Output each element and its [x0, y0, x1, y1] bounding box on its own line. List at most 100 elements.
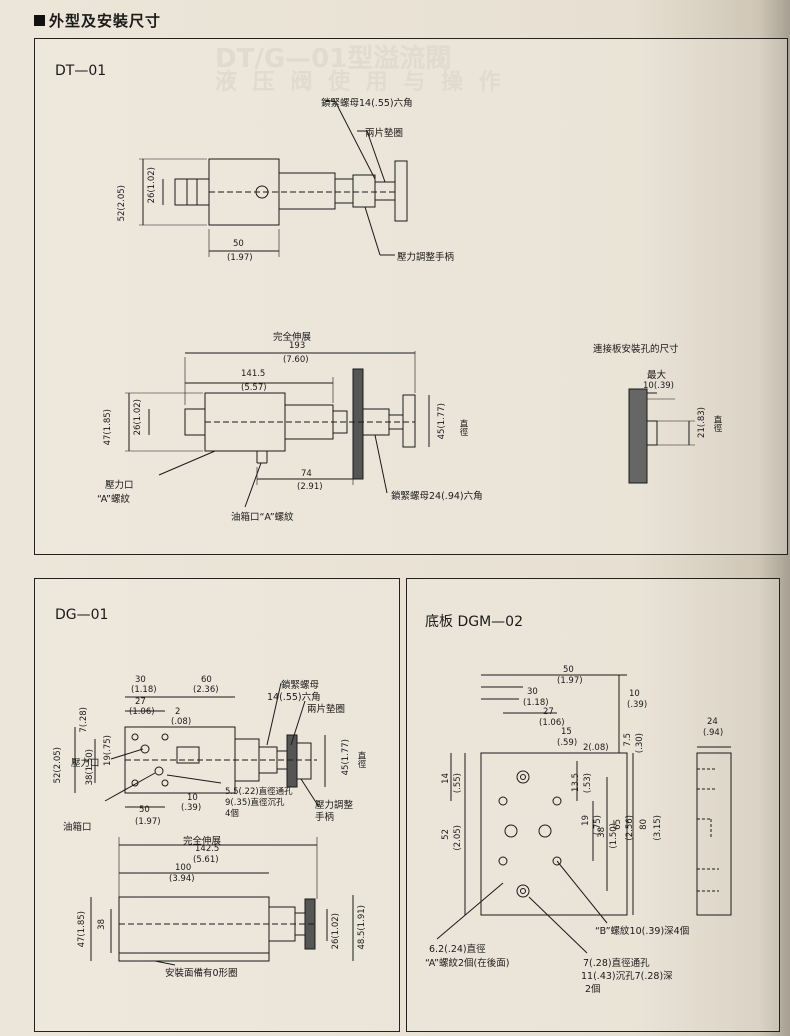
dg-dim-1425: 142.5	[195, 844, 220, 854]
dg-dim-485: 48.5(1.91)	[357, 905, 367, 950]
dg-dim-60: 60	[201, 675, 212, 685]
a-thread-label: “A”螺紋	[97, 494, 130, 505]
dim-50: 50	[233, 239, 244, 249]
lock-nut-top-label: 鎖緊螺母14(.55)六角	[321, 98, 413, 109]
bleed-through-title: DT/G—01型溢流閥	[215, 44, 452, 74]
dg-dim-50-in: (1.97)	[135, 817, 161, 827]
dim-10: 10(.39)	[643, 381, 674, 391]
gm-dim-52: 52	[441, 829, 451, 840]
dg-hole-2: 9(.35)直徑沉孔	[225, 798, 285, 808]
dg-dim-38b: 38	[97, 919, 107, 930]
gm-dim-10: 10	[629, 689, 640, 699]
dg-knob-2: 手柄	[315, 812, 335, 823]
dg-dim-485-in: (1.91)	[357, 905, 367, 931]
gm-dim-27: 27	[543, 707, 554, 717]
gm-dim-30: 30	[527, 687, 538, 697]
pressure-port-label: 壓力口	[105, 480, 134, 491]
dg-hole-3: 4個	[225, 809, 239, 819]
dg-dim-27: 27	[135, 697, 146, 707]
heading-text: 外型及安裝尺寸	[49, 12, 162, 30]
mount-hole-title: 連接板安裝孔的尺寸	[593, 344, 679, 355]
max-label: 最大	[647, 370, 667, 381]
gm-dim-65-in: (2.56)	[625, 815, 635, 841]
dg-dim-2-in: (.08)	[171, 717, 192, 727]
gm-b-thread: “B”螺紋10(.39)深4個	[595, 926, 690, 937]
gm-dim-2: 2(.08)	[583, 743, 609, 753]
dg-dim-30-in: (1.18)	[131, 685, 157, 695]
dg-dim-27-in: (1.06)	[129, 707, 155, 717]
dim-52-val: 52	[117, 210, 127, 222]
dim-1415: 141.5	[241, 369, 266, 379]
dg-lock-nut-size: 14(.55)六角	[267, 692, 321, 703]
dt01-drawing	[125, 100, 695, 508]
dg-dim-485-val: 48.5	[357, 930, 367, 950]
gm-dim-10-in: (.39)	[627, 700, 648, 710]
dt01-top-view	[139, 100, 408, 257]
gm-hole-a-1: 6.2(.24)直徑	[429, 944, 486, 955]
dg-oring-note: 安裝面備有0形圈	[165, 968, 238, 979]
dg-dim-26-in: (1.02)	[331, 913, 341, 939]
dgm02-title: 底板 DGM—02	[425, 614, 523, 630]
tank-port-label: 油箱口“A”螺紋	[231, 512, 294, 523]
dgm02-drawing	[436, 674, 732, 954]
full-extension-label: 完全伸展	[273, 332, 312, 343]
dgm02-side-view	[696, 746, 732, 916]
dg-hole-1: 5.5(.22)直徑通孔	[225, 787, 293, 797]
gm-dim-135: 13.5	[571, 773, 581, 792]
dg-dim-47: 47(1.85)	[77, 911, 87, 947]
dt01-mount-detail	[628, 388, 695, 484]
dg-dim-10-in: (.39)	[181, 803, 202, 813]
dg-dim-1425-in: (5.61)	[193, 855, 219, 865]
dim-74-in: (2.91)	[297, 482, 323, 492]
gm-dim-15: 15	[561, 727, 572, 737]
panel-dt01: DT—01	[34, 38, 788, 555]
dim-21-dia: 直徑	[712, 415, 722, 432]
dg-dim-50: 50	[139, 805, 150, 815]
panel-dgm02: 底板 DGM—02	[406, 578, 780, 1032]
dg-dim-38-val: 38	[85, 774, 95, 786]
dg-dim-30: 30	[135, 675, 146, 685]
dt01-title: DT—01	[55, 63, 107, 79]
gm-dim-75-in: (.30)	[635, 733, 645, 754]
gm-dim-135-in: (.53)	[583, 773, 593, 794]
gm-dim-38: 38	[597, 827, 607, 838]
gm-dim-75: 7.5	[623, 733, 633, 747]
dim-50-in: (1.97)	[227, 253, 253, 263]
dg01-side-view	[90, 837, 354, 966]
dim-26: 26(1.02)	[147, 167, 157, 204]
dg-dim-45-dia: 直徑	[356, 751, 366, 768]
dim-193-in: (7.60)	[283, 355, 309, 365]
gm-dim-50-in: (1.97)	[557, 676, 583, 686]
gm-dim-27-in: (1.06)	[539, 718, 565, 728]
dg-dim-26-val: 26	[331, 938, 341, 950]
dim-47-val: 47	[103, 434, 113, 446]
dg-dim-7-in: (.28)	[79, 707, 89, 728]
dim-193: 193	[289, 341, 306, 351]
dim-45-dia: 直徑	[458, 419, 468, 436]
dt01-side-view	[125, 351, 430, 508]
dg-full-ext: 完全伸展	[183, 836, 222, 847]
dim-52: 52(2.05)	[117, 185, 127, 221]
dim-45: 45(1.77)	[437, 403, 447, 440]
dg-dim-47-val: 47	[77, 936, 87, 948]
dim-52-in: (2.05)	[117, 185, 127, 211]
gm-hole-b-3: 2個	[585, 984, 601, 995]
dg-dim-52-val: 52	[53, 772, 63, 784]
panel-dg01: DG—01	[34, 578, 400, 1032]
dgm02-plan-view	[436, 674, 634, 954]
gm-dim-15-in: (.59)	[557, 738, 578, 748]
gm-dim-80-in: (3.15)	[653, 815, 663, 841]
gm-dim-80: 80	[639, 819, 649, 830]
gm-hole-a-2: “A”螺紋2個(在後面)	[425, 958, 510, 969]
dim-74: 74	[301, 469, 312, 479]
dg01-drawing	[74, 682, 354, 966]
dg-dim-10: 10	[187, 793, 198, 803]
dg-lock-nut: 鎖緊螺母	[281, 680, 320, 691]
dg-dim-52-in: (2.05)	[53, 747, 63, 773]
square-bullet-icon	[34, 15, 45, 26]
dg-dim-60-in: (2.36)	[193, 685, 219, 695]
dg-dim-45: 45(1.77)	[341, 739, 351, 776]
dg-dim-52: 52(2.05)	[53, 747, 63, 783]
pressure-knob-label: 壓力調整手柄	[397, 252, 455, 263]
dg-dim-7: 7(.28)	[79, 707, 89, 733]
